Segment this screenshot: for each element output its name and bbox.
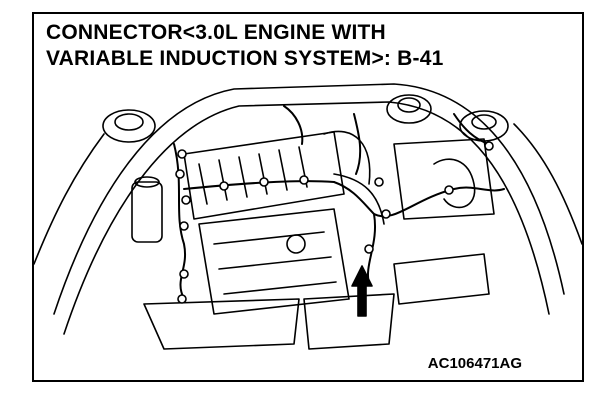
callout-arrow xyxy=(351,265,373,317)
connector-markers xyxy=(175,141,494,304)
strut-tower-right xyxy=(386,94,509,142)
title-line-1: CONNECTOR<3.0L ENGINE WITH xyxy=(46,21,386,44)
battery-area xyxy=(393,138,495,305)
engine-bay-drawing xyxy=(34,83,582,350)
intake-plenum xyxy=(183,130,385,225)
diagram-frame: CONNECTOR<3.0L ENGINE WITH VARIABLE INDU… xyxy=(32,12,584,382)
wiring-harness xyxy=(173,105,505,300)
engine-block xyxy=(198,208,350,315)
figure-code: AC106471AG xyxy=(427,355,522,372)
body-outline xyxy=(34,83,582,335)
strut-tower-left xyxy=(102,109,156,143)
reservoir xyxy=(131,176,163,243)
diagram-title: CONNECTOR<3.0L ENGINE WITH VARIABLE INDU… xyxy=(46,20,443,72)
title-line-2: VARIABLE INDUCTION SYSTEM>: B-41 xyxy=(46,47,444,70)
